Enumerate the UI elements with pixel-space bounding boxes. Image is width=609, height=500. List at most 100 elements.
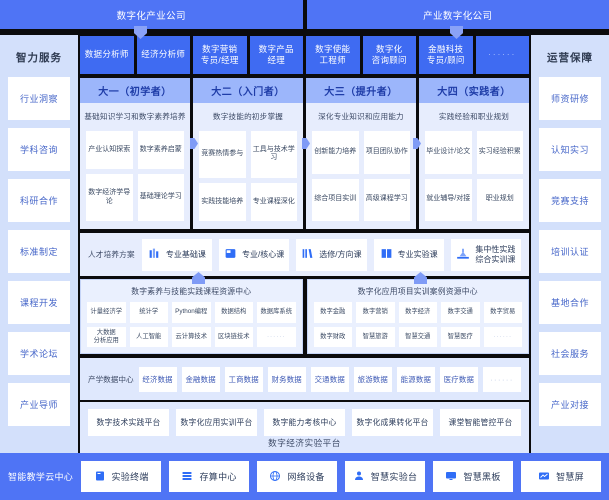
sidebar-item-standard-setting[interactable]: 标准制定: [8, 230, 70, 273]
bottom-chip-smart-screen[interactable]: 智慧屏: [521, 461, 602, 492]
platform-classroom-control[interactable]: 课堂智能管控平台: [440, 409, 521, 436]
user-bench-icon: [353, 470, 365, 484]
bottom-chip-lab-terminal[interactable]: 实验终端: [81, 461, 162, 492]
resource-item[interactable]: 数字贸易: [483, 302, 522, 323]
data-chip-transport[interactable]: 交通数据: [310, 366, 349, 392]
resource-item-more[interactable]: ······: [257, 326, 296, 347]
data-chip-commerce[interactable]: 工商数据: [224, 366, 263, 392]
resource-item[interactable]: 智慧医疗: [441, 326, 480, 347]
sidebar-item-industry-mentor[interactable]: 产业导师: [8, 383, 70, 426]
year-column-junior[interactable]: 大三（提升者） 深化专业知识和应用能力 创新能力培养 项目团队协作 综合项目实训…: [306, 78, 416, 229]
server-stack-icon: [181, 470, 193, 484]
data-chip-more[interactable]: ······: [482, 366, 521, 392]
year-item[interactable]: 综合项目实训: [312, 178, 359, 221]
resource-item[interactable]: 人工智能: [129, 326, 168, 347]
resource-item[interactable]: 智慧交通: [398, 326, 437, 347]
sidebar-left-title: 智力服务: [16, 51, 62, 64]
sidebar-item-discipline-consulting[interactable]: 学科咨询: [8, 128, 70, 171]
data-chip-energy[interactable]: 能源数据: [396, 366, 435, 392]
resource-item-more[interactable]: ······: [483, 326, 522, 347]
year-item[interactable]: 实习经验积累: [476, 131, 523, 174]
year-item[interactable]: 产业认知探索: [86, 131, 133, 170]
resource-arrow-left-icon: [192, 272, 205, 284]
year-subtitle-sophomore: 数字技能的初步掌握: [212, 111, 284, 121]
role-economic-analyst[interactable]: 经济分析师: [136, 36, 190, 74]
platform-achievement-transform[interactable]: 数字化成果转化平台: [352, 409, 433, 436]
sidebar-item-industry-docking[interactable]: 产业对接: [539, 383, 601, 426]
resource-item[interactable]: 数字财政: [313, 326, 352, 347]
year-column-freshman[interactable]: 大一（初学者） 基础知识学习和数字素养培养 产业认知探索 数字素养启蒙 数字经济…: [80, 78, 190, 229]
year-title-junior: 大三（提升者）: [306, 78, 416, 103]
year-item[interactable]: 项目团队协作: [363, 131, 410, 174]
year-item[interactable]: 高级课程学习: [363, 178, 410, 221]
resource-item[interactable]: 统计学: [129, 302, 168, 323]
plan-chip-core-course[interactable]: 专业/核心课: [219, 238, 290, 271]
resource-item[interactable]: 数字经济: [398, 302, 437, 323]
data-chip-economy[interactable]: 经济数据: [138, 366, 177, 392]
resource-arrow-right-icon: [414, 272, 427, 284]
plan-chip-lab-course[interactable]: 专业实验课: [373, 238, 444, 271]
resource-item[interactable]: 数字金融: [313, 302, 352, 323]
role-digital-enablement-engineer[interactable]: 数字使能工程师: [306, 36, 360, 74]
role-more[interactable]: ······: [475, 36, 529, 74]
platform-app-training[interactable]: 数字化应用实训平台: [176, 409, 257, 436]
year-item[interactable]: 职业规划: [476, 178, 523, 221]
sidebar-item-faculty-training[interactable]: 师资研修: [539, 77, 601, 120]
data-chip-tourism[interactable]: 旅游数据: [353, 366, 392, 392]
year-item[interactable]: 竞赛热情参与: [199, 131, 246, 178]
globe-icon: [269, 470, 281, 484]
sidebar-item-competition-support[interactable]: 竞赛支持: [539, 179, 601, 222]
resource-item[interactable]: 数据库系统: [257, 302, 296, 323]
sidebar-item-academic-forum[interactable]: 学术论坛: [8, 332, 70, 375]
sidebar-item-cognitive-internship[interactable]: 认知实习: [539, 128, 601, 171]
year-item[interactable]: 创新能力培养: [312, 131, 359, 174]
data-chip-accounting[interactable]: 财务数据: [267, 366, 306, 392]
resource-item[interactable]: 区块链技术: [214, 326, 253, 347]
year-item[interactable]: 工具与技术学习: [250, 131, 297, 178]
data-chip-finance[interactable]: 金融数据: [181, 366, 220, 392]
role-digital-marketing[interactable]: 数字营销专员/经理: [193, 36, 247, 74]
data-chip-medical[interactable]: 医疗数据: [439, 366, 478, 392]
sidebar-item-research-cooperation[interactable]: 科研合作: [8, 179, 70, 222]
sidebar-item-course-development[interactable]: 课程开发: [8, 281, 70, 324]
year-item[interactable]: 专业课程深化: [250, 182, 297, 221]
career-roles-band: 数据分析师 经济分析师 数字营销专员/经理 数字产品经理 数字使能工程师 数字化…: [80, 35, 529, 76]
year-item[interactable]: 实践技能培养: [199, 182, 246, 221]
plan-chip-foundation-course[interactable]: 专业基础课: [141, 238, 213, 271]
sidebar-item-training-certification[interactable]: 培训认证: [539, 230, 601, 273]
role-fintech-specialist[interactable]: 金融科技专员/顾问: [419, 36, 473, 74]
year-item[interactable]: 数字经济学导论: [86, 174, 133, 221]
bottom-chip-network-device[interactable]: 网络设备: [257, 461, 338, 492]
year-item[interactable]: 就业辅导/对接: [425, 178, 472, 221]
bottom-bar: 智能教学云中心 实验终端 存算中心 网络设备 智慧实验台: [0, 453, 609, 500]
sidebar-item-industry-insight[interactable]: 行业洞察: [8, 77, 70, 120]
year-column-senior[interactable]: 大四（实践者） 实践经验和职业规划 毕业设计/论文 实习经验积累 就业辅导/对接…: [419, 78, 529, 229]
platform-tech-practice[interactable]: 数字技术实践平台: [88, 409, 169, 436]
resource-centers-band: 数字素养与技能实践课程资源中心 计量经济学 统计学 Python编程 数据结构 …: [80, 272, 529, 356]
resource-item[interactable]: Python编程: [172, 302, 211, 323]
bottom-chip-smart-lab-bench[interactable]: 智慧实验台: [345, 461, 426, 492]
role-data-analyst[interactable]: 数据分析师: [80, 36, 134, 74]
role-digital-consultant[interactable]: 数字化咨询顾问: [362, 36, 416, 74]
bottom-chip-smart-blackboard[interactable]: 智慧黑板: [433, 461, 514, 492]
resource-item[interactable]: 大数据分析应用: [87, 326, 126, 347]
plan-chip-elective-course[interactable]: 选修/方向课: [296, 238, 367, 271]
resource-item[interactable]: 数字交通: [441, 302, 480, 323]
resource-item[interactable]: 计量经济学: [87, 302, 126, 323]
resource-item[interactable]: 智慧旅游: [356, 326, 395, 347]
resource-item[interactable]: 数字营销: [356, 302, 395, 323]
sidebar-item-social-service[interactable]: 社会服务: [539, 332, 601, 375]
sidebar-item-base-cooperation[interactable]: 基地合作: [539, 281, 601, 324]
platform-ability-assessment[interactable]: 数字能力考核中心: [264, 409, 345, 436]
resource-item[interactable]: 数据结构: [214, 302, 253, 323]
year-column-sophomore[interactable]: 大二（入门者） 数字技能的初步掌握 竞赛热情参与 工具与技术学习 实践技能培养 …: [193, 78, 303, 229]
resource-item[interactable]: 云计算技术: [172, 326, 211, 347]
year-item[interactable]: 毕业设计/论文: [425, 131, 472, 174]
center-column: 数据分析师 经济分析师 数字营销专员/经理 数字产品经理 数字使能工程师 数字化…: [78, 35, 531, 453]
year-item[interactable]: 数字素养启蒙: [137, 131, 184, 170]
year-item[interactable]: 基础理论学习: [137, 174, 184, 221]
bottom-chip-storage-compute[interactable]: 存算中心: [169, 461, 250, 492]
plan-chip-intensive-practice[interactable]: 集中性实践综合实训课: [450, 238, 522, 271]
role-digital-product-manager[interactable]: 数字产品经理: [249, 36, 303, 74]
resource-center-title: 数字素养与技能实践课程资源中心: [131, 287, 252, 296]
